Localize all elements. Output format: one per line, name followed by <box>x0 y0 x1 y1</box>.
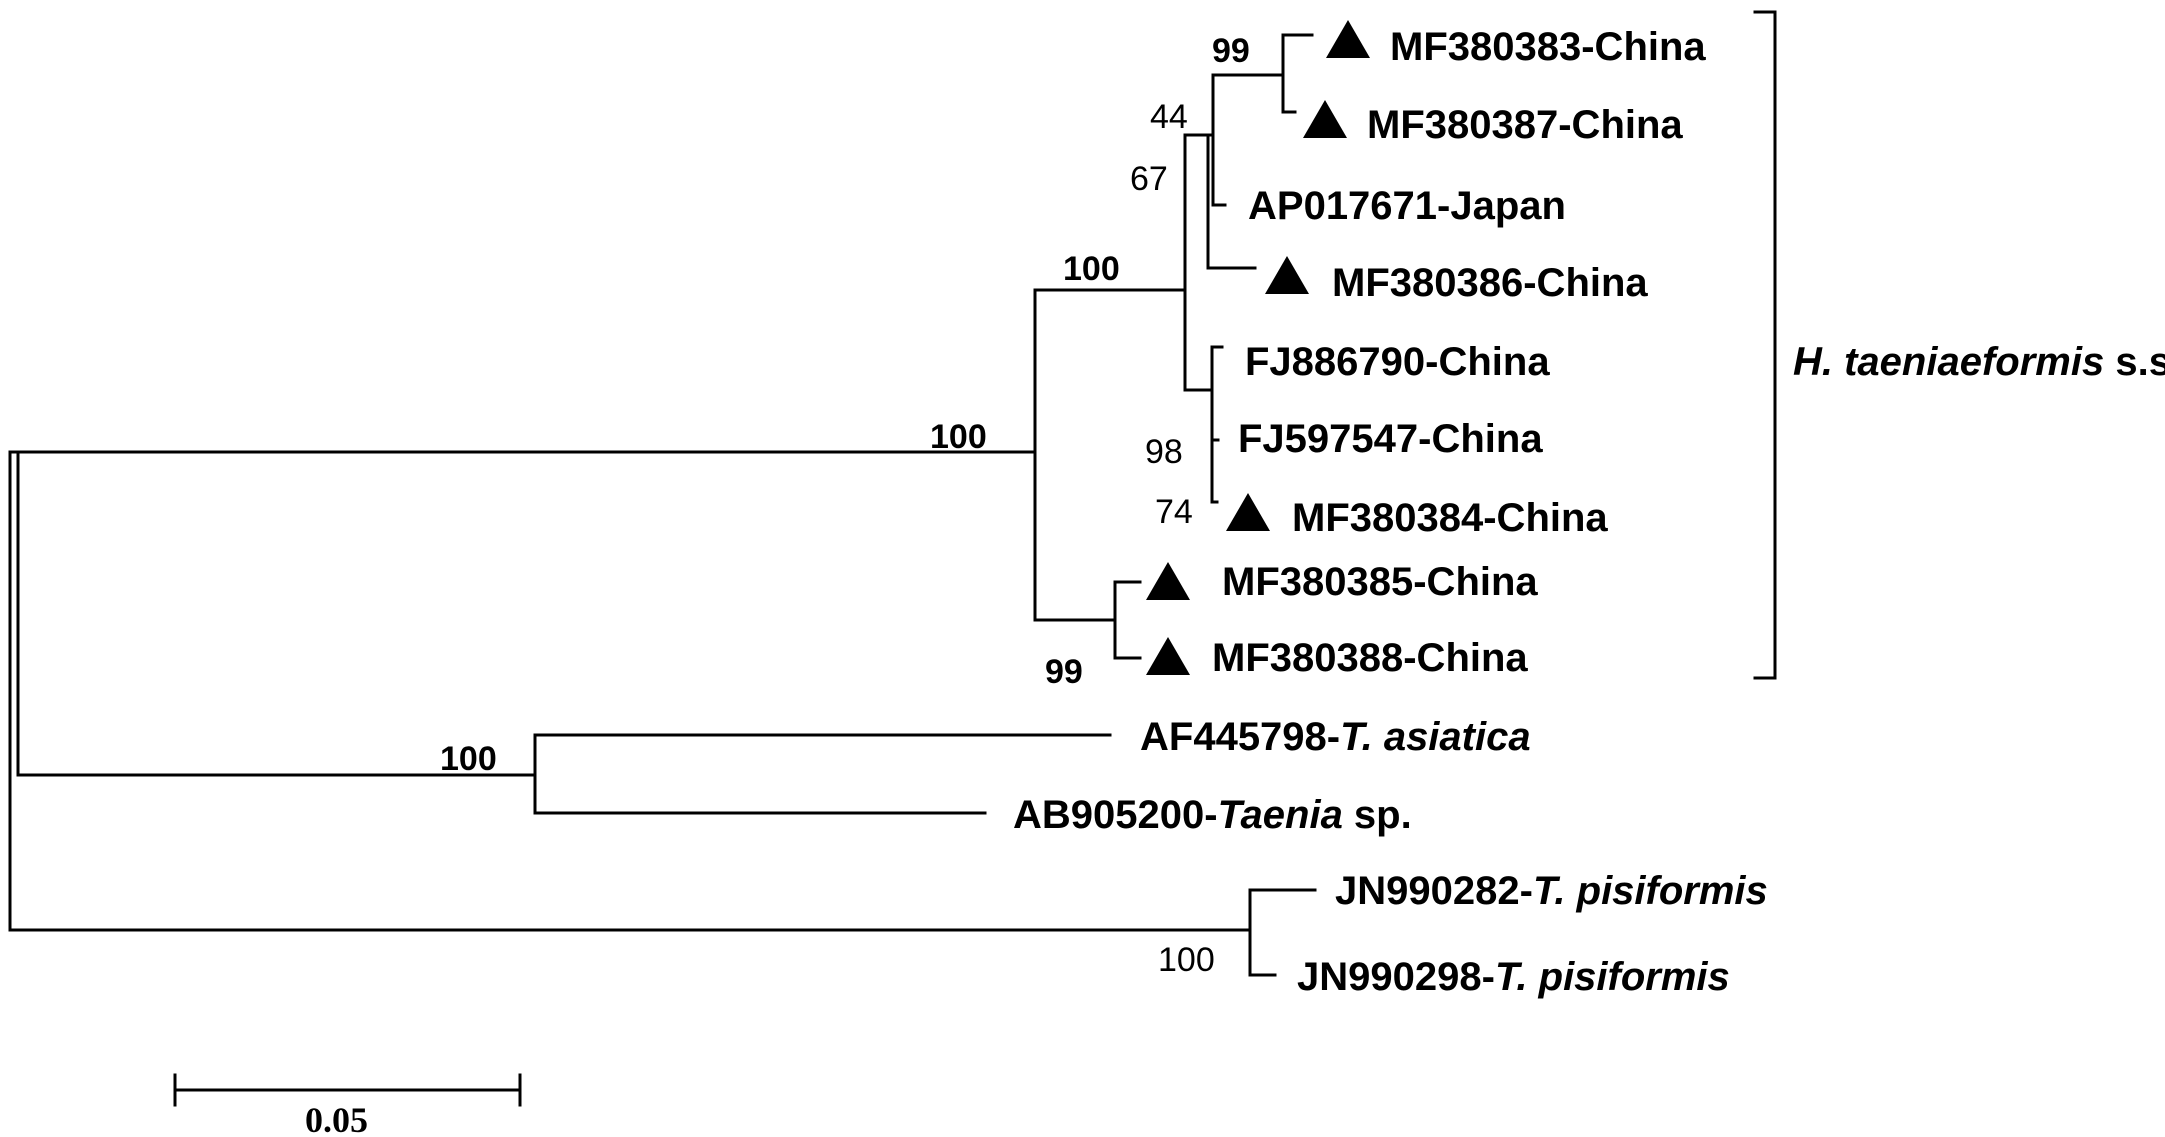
support-value: 74 <box>1155 493 1193 531</box>
tip-label-mf380383: MF380383-China <box>1390 25 1706 69</box>
tip-label-mf380385: MF380385-China <box>1222 560 1538 604</box>
support-value: 100 <box>1158 941 1215 979</box>
tip-label-mf380384: MF380384-China <box>1292 496 1608 540</box>
support-value: 99 <box>1212 32 1250 70</box>
scale-bar-label: 0.05 <box>305 1100 368 1137</box>
support-value: 99 <box>1045 653 1083 691</box>
triangle-icon <box>1326 20 1370 58</box>
support-value: 100 <box>440 740 497 778</box>
tip-label-jn990298: JN990298-T. pisiformis <box>1297 955 1730 999</box>
support-values: 99 44 67 100 100 98 74 99 100 100 <box>440 32 1250 979</box>
triangle-icon <box>1226 493 1270 531</box>
triangle-icon <box>1146 562 1190 600</box>
support-value: 67 <box>1130 160 1168 198</box>
scale-bar: 0.05 <box>173 1073 522 1137</box>
tip-label-ap017671: AP017671-Japan <box>1248 184 1566 228</box>
clade-bracket-line <box>1753 10 1777 680</box>
tip-label-fj597547: FJ597547-China <box>1238 417 1543 461</box>
tip-label-fj886790: FJ886790-China <box>1245 340 1550 384</box>
support-value: 98 <box>1145 433 1183 471</box>
triangle-icon <box>1303 100 1347 138</box>
clade-label: H. taeniaeformis s.s <box>1793 340 2165 384</box>
clade-bracket: H. taeniaeformis s.s <box>1753 10 2165 680</box>
tip-label-af445798: AF445798-T. asiatica <box>1140 715 1531 759</box>
support-value: 100 <box>930 418 987 456</box>
tree-branches <box>8 33 1317 977</box>
tip-label-mf380387: MF380387-China <box>1367 103 1683 147</box>
sample-markers <box>1146 20 1370 675</box>
tip-labels: MF380383-China MF380387-China AP017671-J… <box>1013 25 1768 999</box>
triangle-icon <box>1265 256 1309 294</box>
tip-label-mf380388: MF380388-China <box>1212 636 1528 680</box>
support-value: 44 <box>1150 98 1188 136</box>
tip-label-jn990282: JN990282-T. pisiformis <box>1335 869 1768 913</box>
triangle-icon <box>1146 637 1190 675</box>
scale-bar-line <box>173 1073 522 1107</box>
support-value: 100 <box>1063 250 1120 288</box>
tip-label-ab905200: AB905200-Taenia sp. <box>1013 793 1412 837</box>
tip-label-mf380386: MF380386-China <box>1332 261 1648 305</box>
